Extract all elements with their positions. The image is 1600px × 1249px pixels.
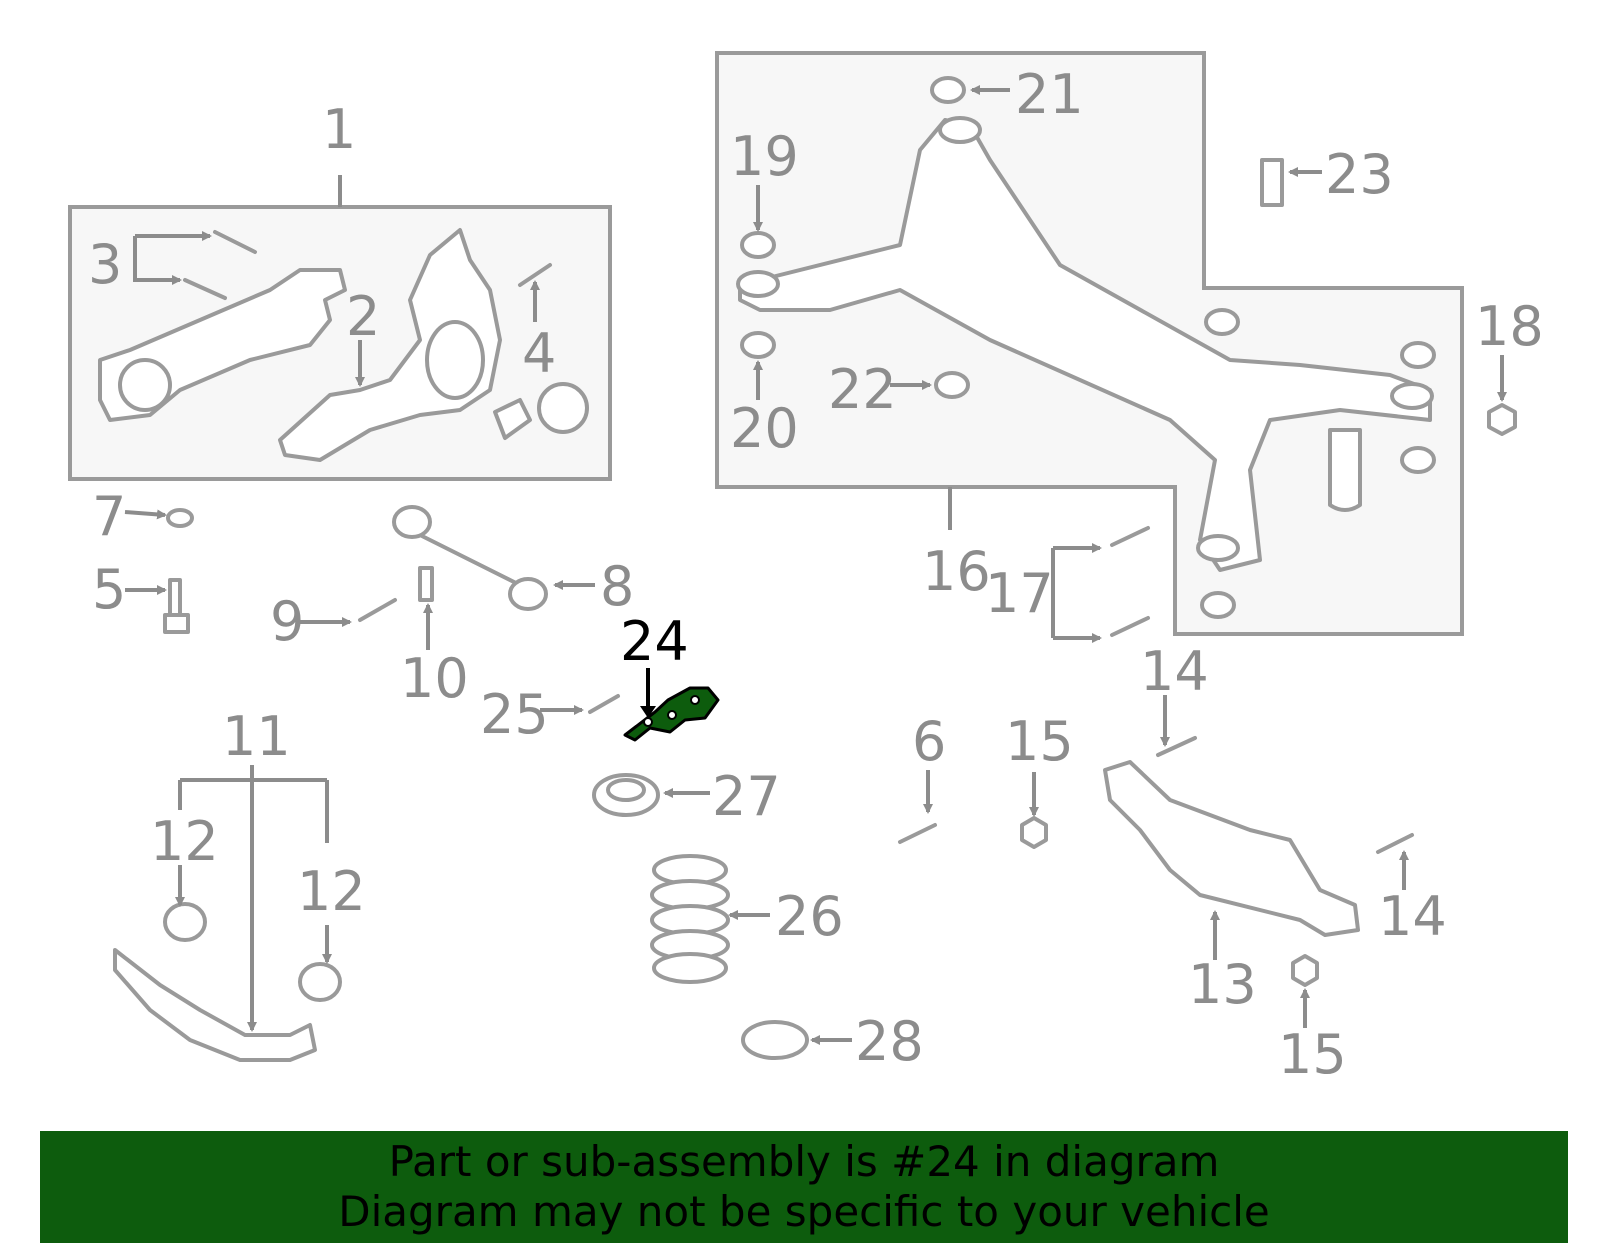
- banner-line-1: Part or sub-assembly is #24 in diagram: [388, 1137, 1220, 1186]
- callout-22: 22: [828, 358, 897, 421]
- callout-15b: 15: [1278, 1023, 1347, 1086]
- callout-8: 8: [600, 555, 634, 618]
- callout-14a: 14: [1140, 640, 1209, 703]
- callout-labels: 1 2 3 4 5 7 8 9 10 11 12 12 13 14 14 15 …: [88, 63, 1544, 1086]
- callout-21: 21: [1015, 63, 1084, 126]
- loose-parts: [113, 158, 1517, 1062]
- callout-12b: 12: [297, 860, 366, 923]
- callout-12a: 12: [150, 810, 219, 873]
- banner-line-2: Diagram may not be specific to your vehi…: [338, 1187, 1270, 1236]
- assembly-box-1: [68, 175, 612, 481]
- assembly-box-16: [715, 51, 1464, 636]
- callout-24: 24: [620, 610, 689, 673]
- callout-23: 23: [1325, 143, 1394, 206]
- callout-7: 7: [92, 485, 126, 548]
- callout-28: 28: [855, 1010, 924, 1073]
- callout-27: 27: [712, 765, 781, 828]
- part-24-bracket[interactable]: [623, 668, 720, 742]
- callout-11: 11: [222, 705, 291, 768]
- callout-13: 13: [1188, 953, 1257, 1016]
- callout-3: 3: [88, 233, 122, 296]
- callout-18: 18: [1475, 295, 1544, 358]
- callout-25: 25: [480, 683, 549, 746]
- callout-2: 2: [346, 285, 380, 348]
- callout-1: 1: [322, 98, 356, 161]
- callout-26: 26: [775, 885, 844, 948]
- callout-5: 5: [92, 558, 126, 621]
- info-banner: Part or sub-assembly is #24 in diagram D…: [40, 1131, 1568, 1243]
- callout-14b: 14: [1378, 885, 1447, 948]
- callout-20: 20: [730, 397, 799, 460]
- callout-9: 9: [270, 590, 304, 653]
- callout-19: 19: [730, 125, 799, 188]
- callout-16: 16: [922, 540, 991, 603]
- callout-17: 17: [985, 562, 1054, 625]
- callout-4: 4: [522, 322, 556, 385]
- callout-10: 10: [400, 647, 469, 710]
- callout-6: 6: [912, 710, 946, 773]
- callout-15a: 15: [1005, 710, 1074, 773]
